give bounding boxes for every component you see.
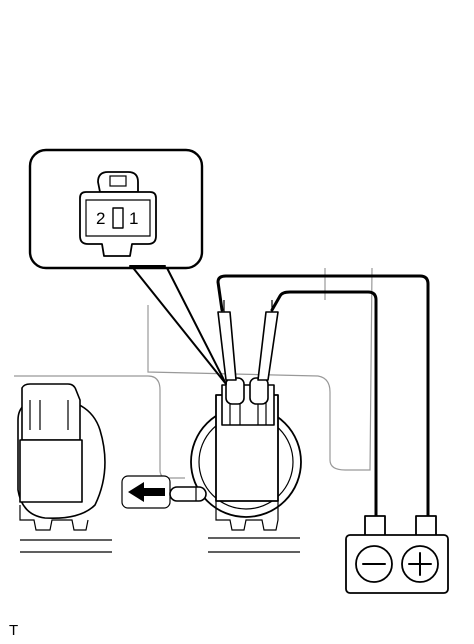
pin-label-1: 1 (129, 209, 138, 228)
battery-wires (216, 274, 430, 520)
test-probes (217, 300, 279, 381)
pin-label-2: 2 (96, 209, 105, 228)
callout-pointer (129, 263, 227, 385)
left-washer-pump (17, 383, 112, 553)
direction-arrow (121, 475, 171, 509)
figure-code: T (9, 622, 19, 639)
battery (345, 515, 449, 594)
connector-callout: 2 1 (28, 148, 204, 270)
washer-motor (169, 377, 302, 553)
